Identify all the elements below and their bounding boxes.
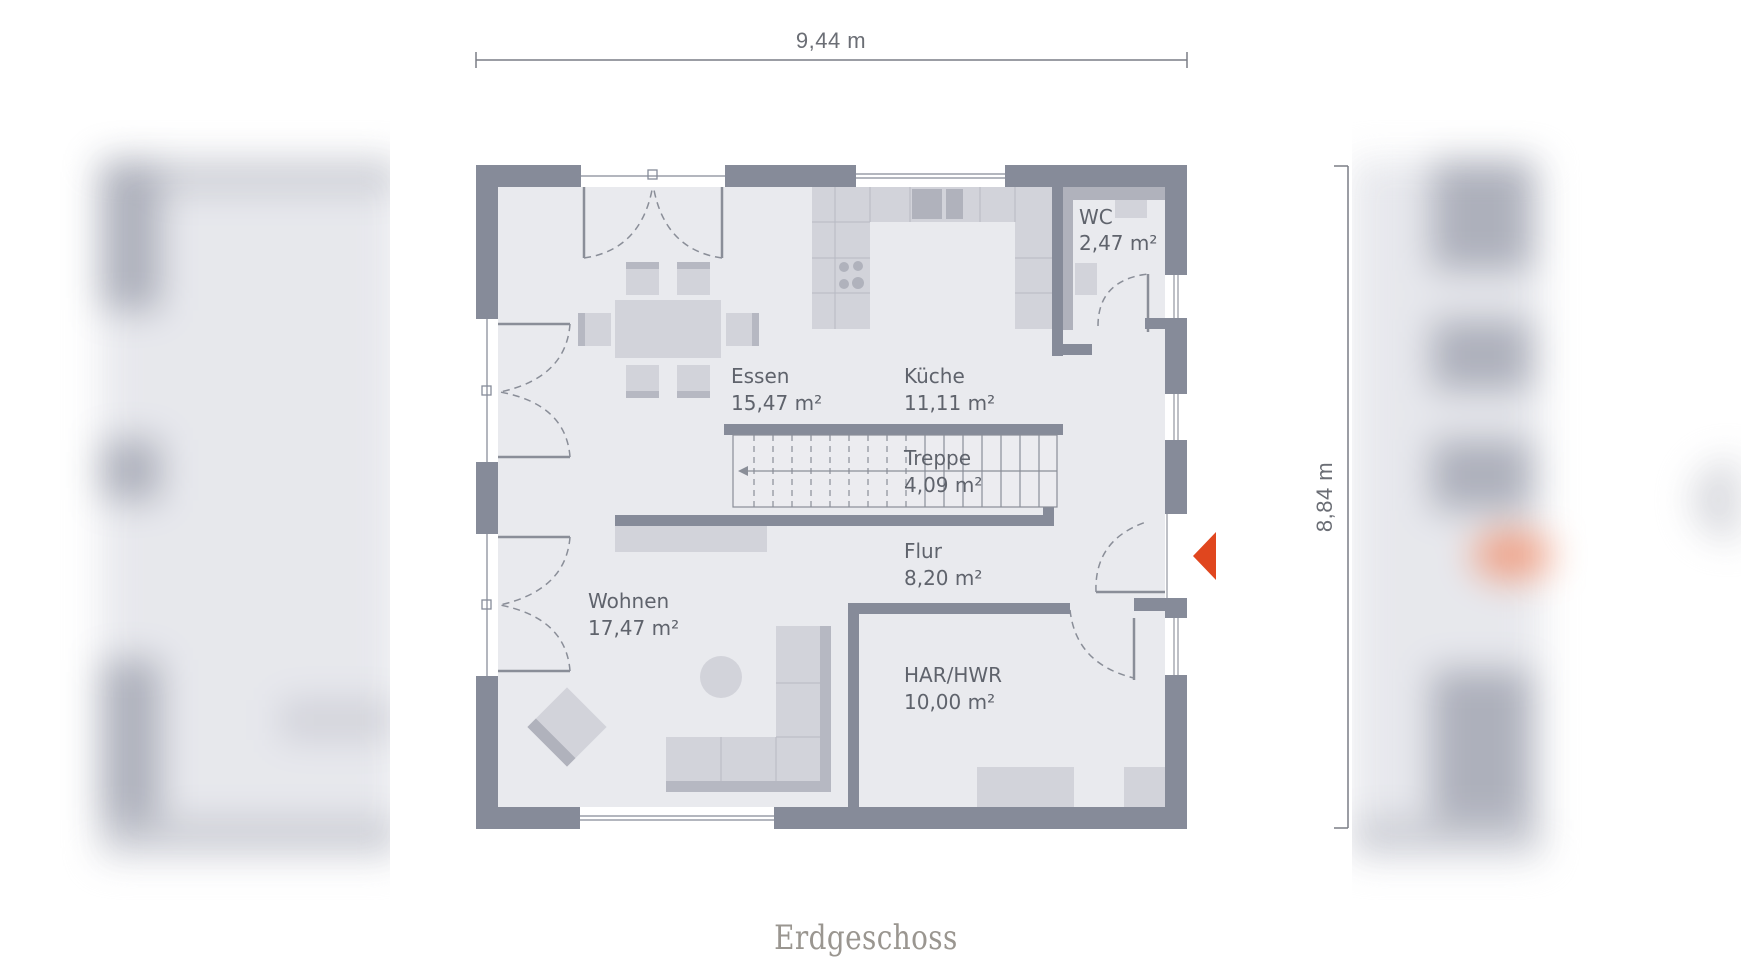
room-name-kueche: Küche xyxy=(904,364,965,388)
interior-walls xyxy=(615,187,1165,807)
sink-icon xyxy=(912,189,942,219)
room-area-essen: 15,47 m² xyxy=(731,391,822,415)
room-area-flur: 8,20 m² xyxy=(904,566,982,590)
utility-furniture xyxy=(977,767,1165,807)
room-name-essen: Essen xyxy=(731,364,789,388)
openings xyxy=(476,165,1187,829)
kitchen-counters xyxy=(812,187,1052,329)
staircase xyxy=(732,434,1058,508)
coffee-table xyxy=(700,656,742,698)
width-dimension: 9,44 m xyxy=(475,28,1188,68)
floor-label: Erdgeschoss xyxy=(774,918,958,958)
dining-set xyxy=(578,262,759,398)
blurred-plan-right xyxy=(1352,0,1741,979)
room-name-har-hwr: HAR/HWR xyxy=(904,663,1002,687)
room-area-wc: 2,47 m² xyxy=(1079,231,1157,255)
room-area-treppe: 4,09 m² xyxy=(904,473,982,497)
room-area-wohnen: 17,47 m² xyxy=(588,616,679,640)
room-name-wc: WC xyxy=(1079,205,1113,229)
room-name-flur: Flur xyxy=(904,539,943,563)
toilet-icon xyxy=(1075,263,1097,295)
sideboard xyxy=(615,526,767,552)
entrance-arrow-icon xyxy=(1193,532,1216,580)
cooktop-icon xyxy=(839,262,849,272)
room-labels: Essen 15,47 m² Küche 11,11 m² WC 2,47 m²… xyxy=(588,205,1157,714)
room-area-har-hwr: 10,00 m² xyxy=(904,690,995,714)
wc-fixtures xyxy=(1063,187,1165,330)
depth-label: 8,84 m xyxy=(1312,462,1337,532)
depth-dimension: 8,84 m xyxy=(1312,165,1349,829)
room-name-treppe: Treppe xyxy=(903,446,971,470)
exterior-walls xyxy=(476,165,1187,829)
door-swings xyxy=(499,189,1149,679)
stair-direction-arrow-icon xyxy=(738,466,748,476)
width-label: 9,44 m xyxy=(796,28,866,53)
blurred-plan-left xyxy=(40,0,400,979)
room-name-wohnen: Wohnen xyxy=(588,589,669,613)
room-area-kueche: 11,11 m² xyxy=(904,391,995,415)
